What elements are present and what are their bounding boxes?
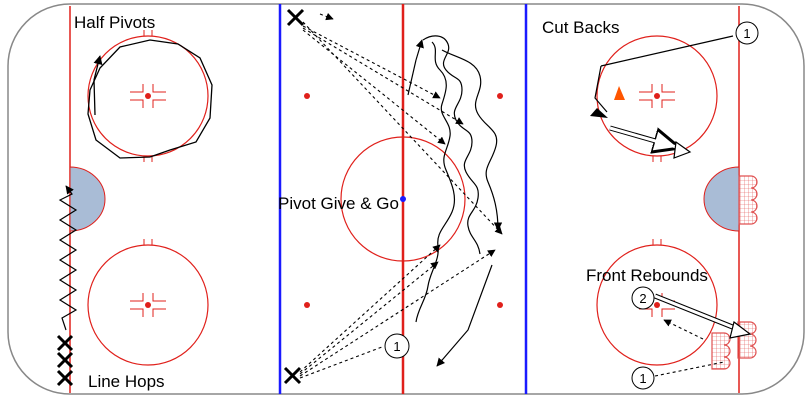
player-x-icon <box>56 334 74 387</box>
faceoff-circle-top-left <box>87 30 209 162</box>
pivot-give-go-skate <box>407 35 503 367</box>
goal-crease-right <box>703 166 740 232</box>
center-circle <box>340 136 466 262</box>
goal-crease-left <box>69 166 106 232</box>
pivot-give-go-passes <box>299 12 503 379</box>
neutral-zone-dots <box>304 93 503 308</box>
player-number-marker: 2 <box>631 286 655 310</box>
cut-backs-label: Cut Backs <box>542 18 619 37</box>
svg-text:1: 1 <box>639 371 646 386</box>
svg-text:1: 1 <box>393 339 400 354</box>
player-number-marker: 1 <box>384 333 410 359</box>
net-icon <box>738 175 758 225</box>
faceoff-circle-bottom-left <box>87 239 209 366</box>
front-rebounds-path <box>654 293 752 377</box>
svg-text:2: 2 <box>639 291 646 306</box>
half-pivots-path <box>87 39 213 159</box>
faceoff-circle-top-right <box>596 35 718 162</box>
player-x-icon <box>283 8 305 385</box>
line-hops-path <box>58 185 78 331</box>
svg-text:1: 1 <box>743 26 750 41</box>
half-pivots-label: Half Pivots <box>74 13 155 32</box>
player-number-marker: 1 <box>631 366 655 390</box>
pivot-give-go-label: Pivot Give & Go <box>278 194 399 213</box>
line-hops-label: Line Hops <box>88 372 165 391</box>
player-number-marker: 1 <box>735 21 759 45</box>
front-rebounds-label: Front Rebounds <box>586 266 708 285</box>
cone-icon <box>614 86 625 100</box>
cut-backs-path <box>590 35 734 159</box>
center-dot <box>400 196 406 202</box>
